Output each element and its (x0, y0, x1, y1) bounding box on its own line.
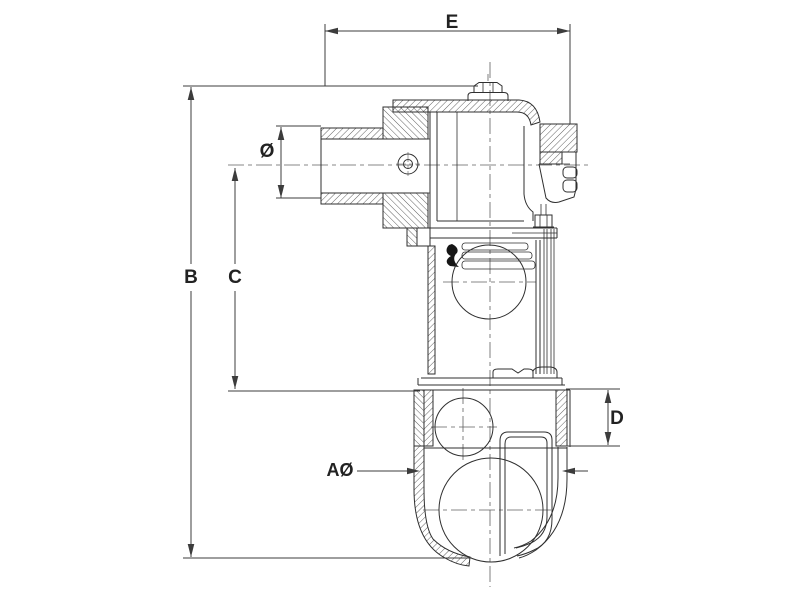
output-hub-outline (538, 152, 577, 203)
arrowhead (231, 376, 239, 389)
column-wall-section (427, 245, 436, 375)
arrowhead (187, 87, 195, 100)
dimension-phi-label: Ø (260, 141, 275, 162)
bottom-shell-guard (413, 431, 568, 567)
tube-top-wall-section (320, 127, 384, 140)
arrowhead (604, 432, 612, 445)
arrowhead (562, 467, 575, 475)
seal-ring (446, 244, 459, 267)
lower-ball-joint (438, 457, 544, 563)
dimension-a-phi-label: AØ (327, 460, 354, 480)
dimension-c-label: C (228, 267, 242, 288)
gearbox-housing (392, 82, 558, 247)
input-shaft-tube (320, 106, 430, 229)
arrowhead (407, 467, 420, 475)
housing-top-wall-section (392, 99, 541, 126)
arrowhead (277, 185, 285, 198)
dimension-phi: Ø (260, 125, 321, 199)
dimension-a-phi: AØ (327, 460, 588, 480)
dimension-e-label: E (446, 12, 459, 33)
inner-guard-inner-edge (504, 436, 548, 554)
bolt-head-profile (532, 366, 558, 378)
centerlines (228, 62, 588, 587)
shell-left-wall-section (413, 445, 471, 567)
clamp-left-section (413, 389, 425, 447)
arrowhead (187, 544, 195, 557)
arrowhead (231, 168, 239, 181)
arrowhead (557, 27, 570, 35)
dimension-c: C (228, 168, 420, 392)
shell-right-outer-edge (518, 447, 568, 559)
tube-bottom-wall-section (320, 192, 384, 205)
upper-ball-joint (451, 244, 527, 320)
clamp-right-section (555, 389, 568, 447)
output-flange-section (539, 123, 578, 153)
spring-washer-stack (461, 242, 529, 251)
dimension-d-label: D (610, 408, 624, 429)
middle-ball-joint (434, 397, 494, 457)
breather-plug-bolt (473, 82, 503, 93)
shell-right-inner-edge (513, 447, 559, 549)
arrowhead (604, 390, 612, 403)
dimension-d: D (566, 388, 624, 447)
dimension-e: E (324, 12, 571, 124)
vertical-column (427, 229, 555, 375)
dimension-b-label: B (184, 267, 198, 288)
tube-bottom-flange-section (382, 192, 429, 229)
tie-rod-nut (534, 214, 553, 228)
gear-chamber-wall (523, 126, 534, 221)
bolt-head-profile (492, 368, 534, 378)
inner-guard-outer-edge (499, 431, 553, 557)
dimension-b: B (183, 85, 478, 559)
output-flange-hub (533, 123, 578, 228)
arrowhead (277, 127, 285, 140)
arrowhead (325, 27, 338, 35)
